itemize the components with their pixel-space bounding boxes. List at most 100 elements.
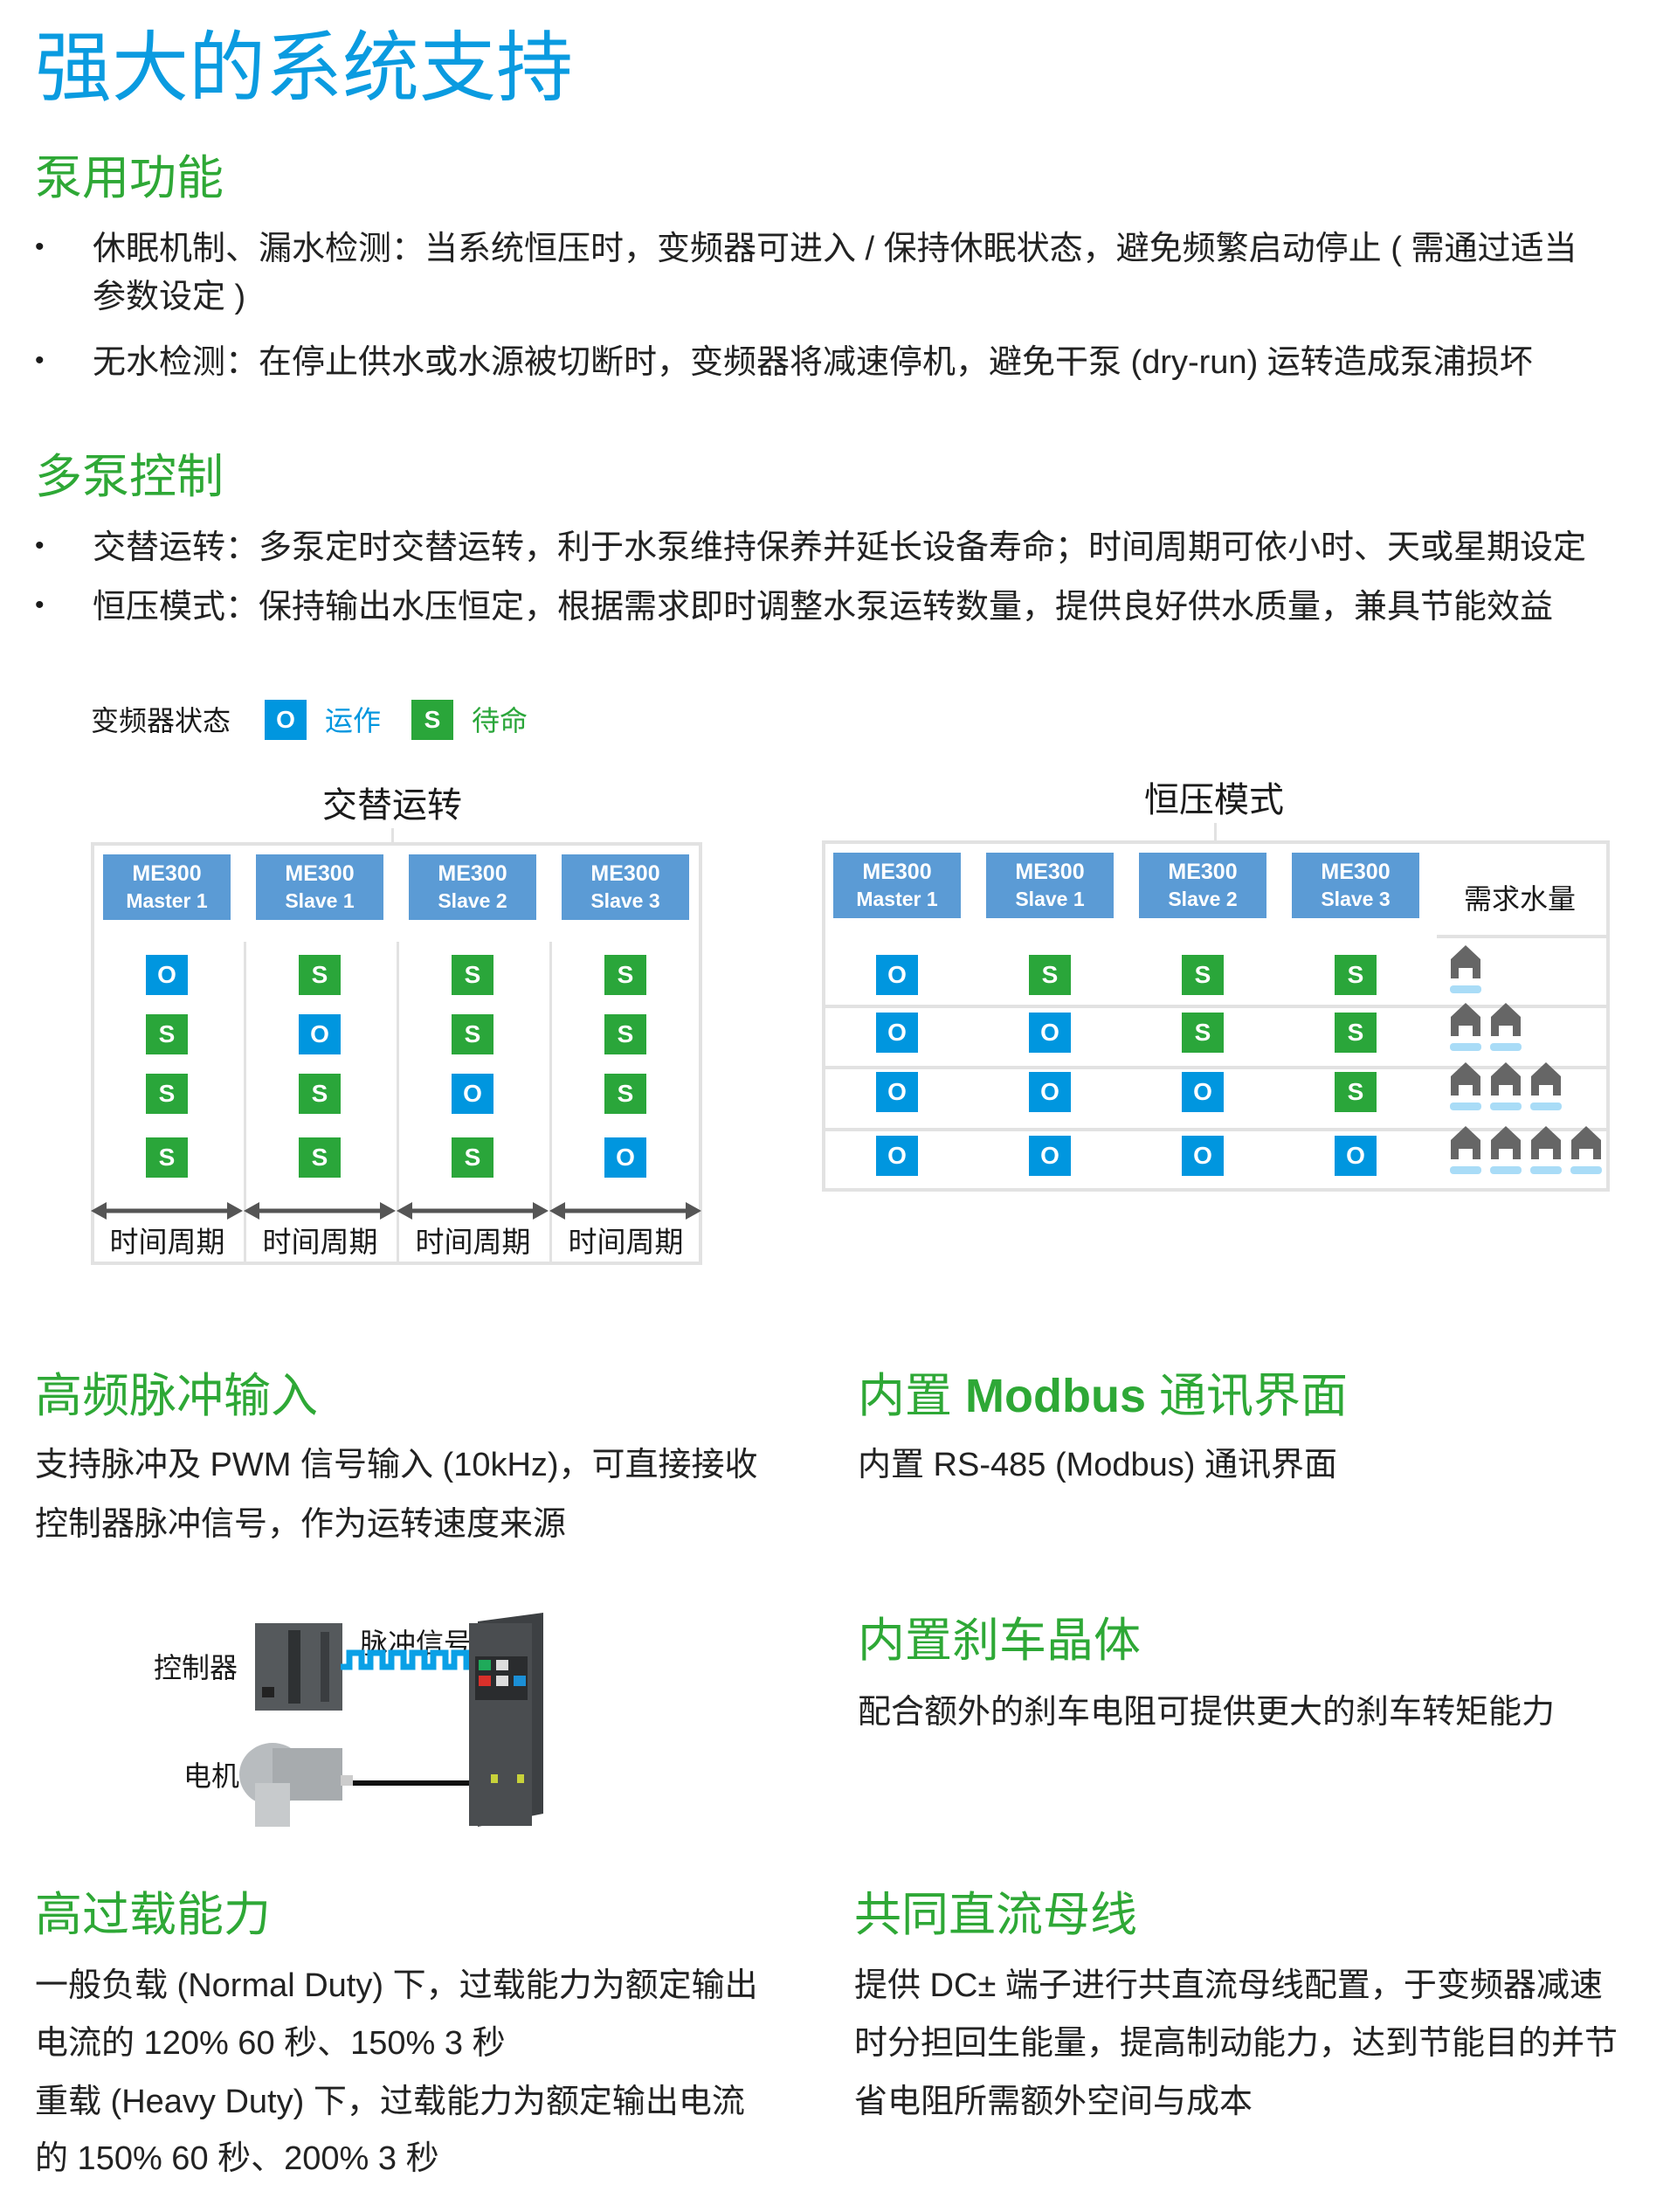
pump-bullet-1: 休眠机制、漏水检测：当系统恒压时，变频器可进入 / 保持休眠状态，避免频繁启动停…: [93, 231, 1577, 267]
pump-bullet-1-cont: 参数设定 ): [93, 279, 246, 315]
standby-status-chip: S: [146, 1074, 188, 1114]
run-status-chip: O: [604, 1137, 646, 1178]
standby-status-chip: S: [146, 1014, 188, 1054]
page-title: 强大的系统支持: [35, 24, 574, 111]
legend-standby-label: 待命: [472, 705, 528, 736]
double-arrow-icon: [397, 1202, 549, 1220]
run-status-chip: O: [876, 1136, 918, 1176]
legend-label: 变频器状态: [91, 705, 231, 736]
unit-model: ME300: [285, 861, 355, 886]
unit-role: Slave 1: [1015, 888, 1085, 910]
house-water-icon: [1490, 1126, 1522, 1174]
standby-status-chip: S: [299, 1074, 341, 1114]
standby-status-chip: S: [1182, 955, 1224, 995]
standby-status-chip: S: [1335, 955, 1377, 995]
modbus-heading-bold: Modbus: [965, 1370, 1146, 1422]
house-water-icon: [1570, 1126, 1602, 1174]
run-status-chip: O: [1182, 1072, 1224, 1112]
connector: [391, 828, 394, 844]
bullet-icon: •: [35, 232, 45, 261]
controller-icon: [255, 1623, 342, 1711]
standby-status-chip: S: [604, 955, 646, 995]
standby-status-chip: S: [299, 955, 341, 995]
unit-role: Master 1: [856, 888, 938, 910]
multi-heading: 多泵控制: [35, 451, 224, 503]
overload-line-2: 电流的 120% 60 秒、150% 3 秒: [35, 2025, 506, 2062]
run-status-chip: O: [1182, 1136, 1224, 1176]
inverter-drive-icon: [469, 1613, 543, 1827]
run-status-chip: O: [1029, 1013, 1071, 1053]
row-divider: [825, 1005, 1606, 1008]
run-status-chip: O: [1029, 1136, 1071, 1176]
modbus-heading-post: 通讯界面: [1145, 1370, 1348, 1422]
pump-bullet-2: 无水检测：在停止供水或水源被切断时，变频器将减速停机，避免干泵 (dry-run…: [93, 344, 1533, 381]
pump-heading: 泵用功能: [35, 152, 224, 204]
house-water-icon: [1530, 1062, 1562, 1110]
multi-bullet-1: 交替运转：多泵定时交替运转，利于水泵维持保养并延长设备寿命；时间周期可依小时、天…: [93, 529, 1587, 566]
demand-label: 需求水量: [1463, 883, 1576, 915]
pulse-illustration: 控制器 脉冲信号 电机: [141, 1604, 683, 1840]
house-water-icon: [1530, 1126, 1562, 1174]
period-label: 时间周期: [109, 1226, 225, 1258]
standby-status-chip: S: [1182, 1013, 1224, 1053]
legend-standby-chip: S: [411, 700, 453, 740]
unit-role: Master 1: [126, 889, 208, 912]
bullet-icon: •: [35, 591, 45, 619]
standby-status-chip: S: [1335, 1072, 1377, 1112]
run-status-chip: O: [876, 1013, 918, 1053]
modbus-heading-pre: 内置: [858, 1370, 966, 1422]
bullet-icon: •: [35, 531, 45, 560]
pulse-heading: 高频脉冲输入: [35, 1370, 318, 1422]
run-status-chip: O: [1335, 1136, 1377, 1176]
pulse-line-2: 控制器脉冲信号，作为运转速度来源: [35, 1506, 567, 1543]
dcbus-line-1: 提供 DC± 端子进行共直流母线配置，于变频器减速: [854, 1967, 1603, 2004]
standby-status-chip: S: [146, 1137, 188, 1178]
brake-line-1: 配合额外的刹车电阻可提供更大的刹车转矩能力: [858, 1694, 1556, 1731]
unit-model: ME300: [862, 860, 932, 884]
multi-bullet-2: 恒压模式：保持输出水压恒定，根据需求即时调整水泵运转数量，提供良好供水质量，兼具…: [93, 589, 1554, 626]
controller-label: 控制器: [154, 1652, 238, 1683]
motor-label: 电机: [183, 1760, 240, 1792]
double-arrow-icon: [549, 1202, 701, 1220]
double-arrow-icon: [91, 1202, 243, 1220]
bullet-icon: •: [35, 346, 45, 375]
house-water-icon: [1450, 945, 1481, 993]
unit-role: Slave 2: [438, 889, 507, 912]
standby-status-chip: S: [299, 1137, 341, 1178]
unit-model: ME300: [1168, 860, 1238, 884]
house-water-icon: [1490, 1003, 1522, 1051]
standby-status-chip: S: [452, 1137, 493, 1178]
modbus-heading: 内置 Modbus 通讯界面: [858, 1368, 1348, 1424]
legend-run-label: 运作: [325, 705, 382, 736]
run-status-chip: O: [876, 1072, 918, 1112]
period-label: 时间周期: [262, 1226, 378, 1258]
legend-run-chip: O: [265, 700, 307, 740]
run-status-chip: O: [452, 1074, 493, 1114]
row-divider: [825, 1066, 1606, 1069]
unit-model: ME300: [438, 861, 507, 886]
unit-role: Slave 3: [1321, 888, 1391, 910]
unit-role: Slave 1: [285, 889, 355, 912]
overload-line-1: 一般负载 (Normal Duty) 下，过载能力为额定输出: [35, 1967, 758, 2004]
dcbus-line-3: 省电阻所需额外空间与成本: [854, 2084, 1253, 2120]
overload-heading: 高过载能力: [35, 1889, 271, 1941]
overload-line-4: 的 150% 60 秒、200% 3 秒: [35, 2140, 439, 2177]
dcbus-heading: 共同直流母线: [854, 1889, 1137, 1941]
pulse-line-1: 支持脉冲及 PWM 信号输入 (10kHz)，可直接接收: [35, 1447, 758, 1483]
alternate-title: 交替运转: [322, 786, 462, 825]
run-status-chip: O: [1029, 1072, 1071, 1112]
run-status-chip: O: [146, 955, 188, 995]
standby-status-chip: S: [604, 1074, 646, 1114]
house-water-icon: [1490, 1062, 1522, 1110]
connector: [1214, 823, 1217, 840]
standby-status-chip: S: [1335, 1013, 1377, 1053]
standby-status-chip: S: [1029, 955, 1071, 995]
period-label: 时间周期: [415, 1226, 531, 1258]
